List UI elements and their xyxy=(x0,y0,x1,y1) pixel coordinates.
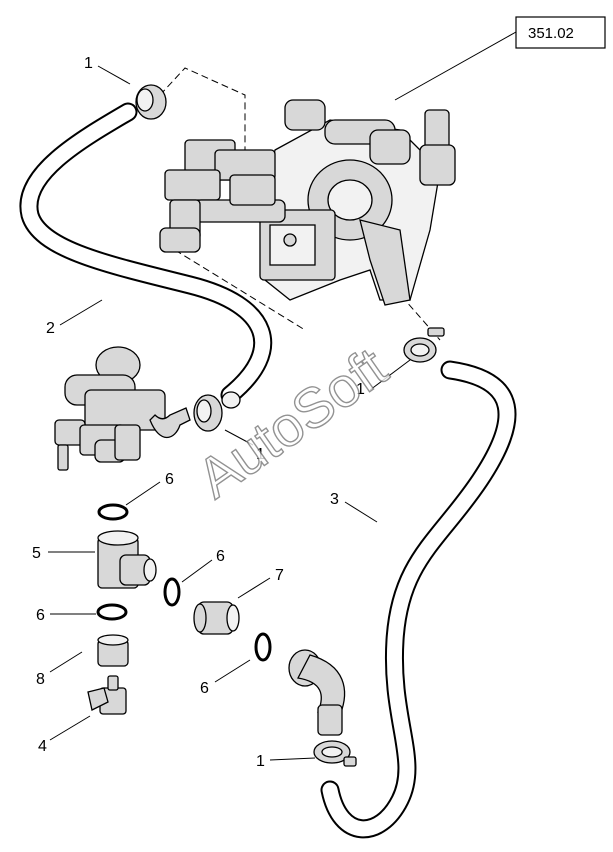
callout-5: 5 xyxy=(32,545,41,562)
clamp-ring-middle xyxy=(193,394,223,432)
o-ring-a xyxy=(97,503,129,521)
pump-assembly xyxy=(159,99,456,306)
nipple-fitting xyxy=(97,634,129,667)
hose-clamp-upper xyxy=(403,327,445,363)
callout-1-top: 1 xyxy=(84,55,93,72)
callout-1-clamp: 1 xyxy=(356,381,365,398)
callout-1-middle: 1 xyxy=(256,446,265,463)
elbow-fitting xyxy=(288,649,346,736)
callout-1-bottom: 1 xyxy=(256,753,265,770)
callout-6-c: 6 xyxy=(36,607,45,624)
callout-4: 4 xyxy=(38,738,47,755)
reference-number: 351.02 xyxy=(528,25,574,42)
tee-fitting xyxy=(97,530,157,589)
callout-6-a: 6 xyxy=(165,471,174,488)
callout-leaders xyxy=(48,65,411,761)
valve-handle xyxy=(87,675,127,715)
reference-box: 351.02 xyxy=(515,16,606,49)
callout-6-d: 6 xyxy=(200,680,209,697)
callout-2: 2 xyxy=(46,320,55,337)
o-ring-c xyxy=(96,603,128,621)
callout-6-b: 6 xyxy=(216,548,225,565)
union-fitting xyxy=(193,601,240,635)
reference-leader xyxy=(394,31,517,101)
o-ring-d xyxy=(254,632,272,662)
callout-3: 3 xyxy=(330,491,339,508)
o-ring-b xyxy=(163,577,181,607)
clamp-ring-top xyxy=(135,84,167,120)
clamp-ring-bottom xyxy=(313,740,357,767)
callout-labels: 1 2 1 1 3 6 5 6 6 7 8 6 4 1 xyxy=(32,55,365,770)
callout-7: 7 xyxy=(275,567,284,584)
callout-8: 8 xyxy=(36,671,45,688)
valve-assembly xyxy=(54,346,191,471)
